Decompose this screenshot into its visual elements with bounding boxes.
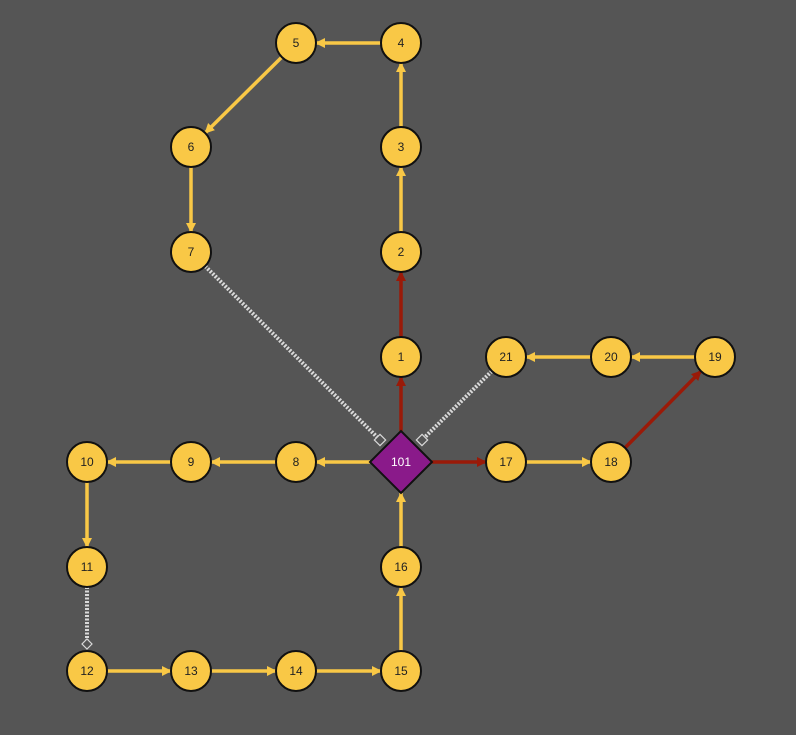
node-circle (380, 650, 422, 692)
node-16[interactable]: 16 (380, 546, 422, 588)
node-circle (170, 650, 212, 692)
node-1[interactable]: 1 (380, 336, 422, 378)
node-20[interactable]: 20 (590, 336, 632, 378)
edges-layer (81, 38, 703, 676)
node-circle (380, 231, 422, 273)
node-circle (170, 441, 212, 483)
node-circle (275, 650, 317, 692)
node-21[interactable]: 21 (485, 336, 527, 378)
node-6[interactable]: 6 (170, 126, 212, 168)
node-circle (380, 22, 422, 64)
node-circle (66, 546, 108, 588)
node-circle (485, 336, 527, 378)
node-10[interactable]: 10 (66, 441, 108, 483)
node-9[interactable]: 9 (170, 441, 212, 483)
node-3[interactable]: 3 (380, 126, 422, 168)
edge-21-to-101 (415, 369, 494, 447)
node-19[interactable]: 19 (694, 336, 736, 378)
node-13[interactable]: 13 (170, 650, 212, 692)
node-circle (485, 441, 527, 483)
node-18[interactable]: 18 (590, 441, 632, 483)
node-circle (66, 650, 108, 692)
hub-diamond (368, 429, 434, 495)
node-circle (275, 22, 317, 64)
edge-18-to-19 (623, 369, 703, 450)
node-circle (170, 231, 212, 273)
node-circle (380, 546, 422, 588)
node-2[interactable]: 2 (380, 231, 422, 273)
node-15[interactable]: 15 (380, 650, 422, 692)
edge-5-to-6 (203, 55, 284, 135)
node-circle (66, 441, 108, 483)
node-circle (590, 336, 632, 378)
node-7[interactable]: 7 (170, 231, 212, 273)
node-circle (380, 126, 422, 168)
node-circle (170, 126, 212, 168)
node-circle (694, 336, 736, 378)
node-circle (380, 336, 422, 378)
node-14[interactable]: 14 (275, 650, 317, 692)
node-8[interactable]: 8 (275, 441, 317, 483)
node-12[interactable]: 12 (66, 650, 108, 692)
node-11[interactable]: 11 (66, 546, 108, 588)
node-5[interactable]: 5 (275, 22, 317, 64)
node-4[interactable]: 4 (380, 22, 422, 64)
node-circle (275, 441, 317, 483)
node-circle (590, 441, 632, 483)
edge-7-to-101 (203, 264, 387, 447)
node-17[interactable]: 17 (485, 441, 527, 483)
